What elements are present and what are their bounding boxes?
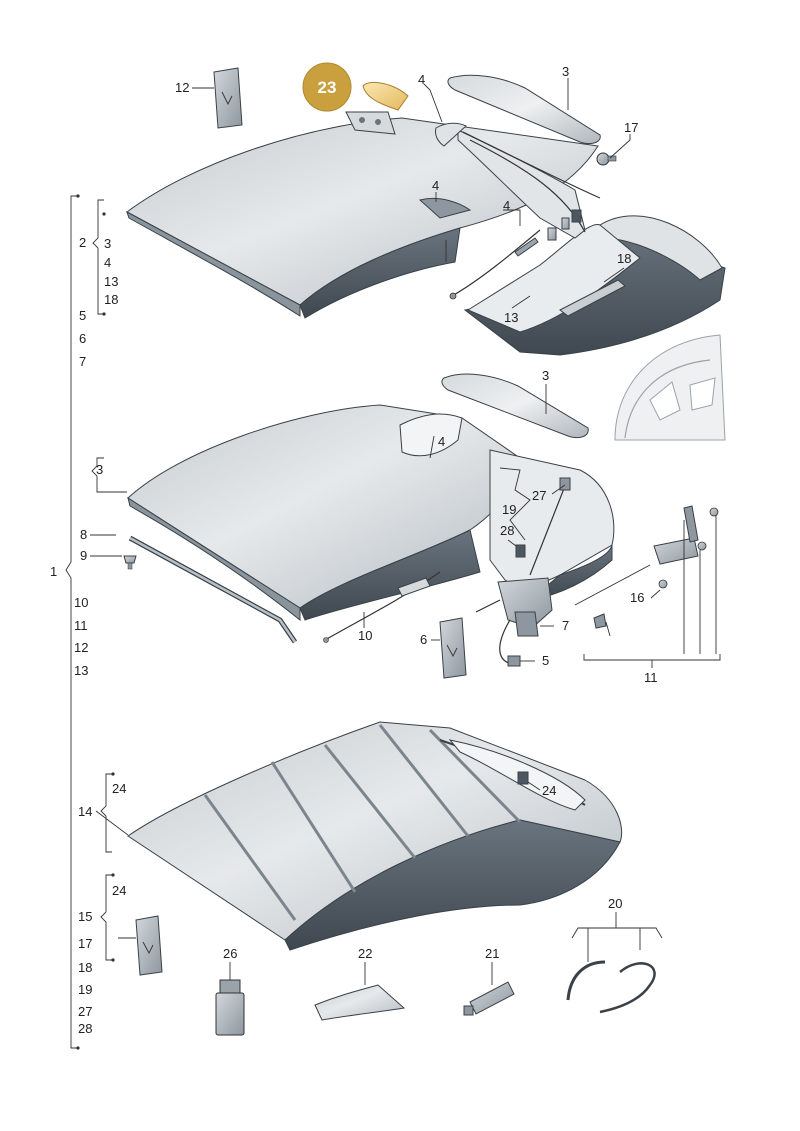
seal-pack-12 xyxy=(213,67,243,129)
callout-5: 5 xyxy=(542,653,549,668)
labels-top: 12 4 3 17 4 4 18 13 xyxy=(175,64,638,325)
rear-body-top xyxy=(463,215,726,356)
left-index-brackets xyxy=(65,194,127,1050)
callout-22: 22 xyxy=(358,946,372,961)
callout-19: 19 xyxy=(502,502,516,517)
index-27: 27 xyxy=(78,1004,92,1019)
lock-assembly-7 xyxy=(475,477,571,667)
callout-17: 17 xyxy=(624,120,638,135)
callout-11: 11 xyxy=(644,670,658,685)
screw-9 xyxy=(123,555,137,570)
roof-shell-top xyxy=(126,117,599,319)
index-15: 15 xyxy=(78,909,92,924)
callout-18: 18 xyxy=(617,251,631,266)
index-3: 3 xyxy=(96,462,103,477)
rear-window-glass-top xyxy=(447,74,601,145)
callout-10: 10 xyxy=(358,628,372,643)
callout-lines-top xyxy=(192,78,631,309)
callout-3: 3 xyxy=(562,64,569,79)
wheel-arch-top xyxy=(614,334,726,441)
callout-9: 9 xyxy=(80,548,87,563)
clips-top xyxy=(418,122,582,241)
callout-4-c: 4 xyxy=(503,198,510,213)
callout-20: 20 xyxy=(608,896,622,911)
index-13: 13 xyxy=(74,663,88,678)
callout-27: 27 xyxy=(532,488,546,503)
highlight-badge: 23 xyxy=(302,62,352,112)
cable-strip-top xyxy=(449,229,541,300)
callout-4-a: 4 xyxy=(418,72,425,87)
seal-strips-20 xyxy=(566,912,663,1014)
callout-lines-middle xyxy=(90,384,661,662)
tube-21 xyxy=(463,981,515,1016)
callout-b24: 24 xyxy=(542,783,556,798)
roof-shell-middle xyxy=(127,404,521,622)
seal-strip-8 xyxy=(128,535,298,644)
callout-8: 8 xyxy=(80,527,87,542)
index-12: 12 xyxy=(74,640,88,655)
roof-frame-bottom xyxy=(127,721,623,951)
hinge-assembly-11 xyxy=(574,505,721,668)
index-28: 28 xyxy=(78,1021,92,1036)
index-2-item-3: 13 xyxy=(104,274,118,289)
index-7: 7 xyxy=(79,354,86,369)
index-15-item-3: 18 xyxy=(78,960,92,975)
index-14: 14 xyxy=(78,804,92,819)
index-1: 1 xyxy=(50,564,57,579)
callout-13: 13 xyxy=(504,310,518,325)
callout-6: 6 xyxy=(420,632,427,647)
index-2-item-1: 3 xyxy=(104,236,111,251)
rear-window-glass-middle xyxy=(441,373,589,439)
index-14-item-1: 24 xyxy=(112,781,126,796)
callout-21: 21 xyxy=(485,946,499,961)
index-15-item-2: 17 xyxy=(78,936,92,951)
callout-16: 16 xyxy=(630,590,644,605)
screw-16 xyxy=(658,579,668,589)
index-2-item-4: 18 xyxy=(104,292,118,307)
labels-bottom: 24 26 22 21 20 xyxy=(223,783,622,961)
index-11: 11 xyxy=(74,618,88,633)
callout-28: 28 xyxy=(500,523,514,538)
seal-pack-6 xyxy=(439,617,467,679)
index-19: 19 xyxy=(78,982,92,997)
patch-22 xyxy=(314,984,406,1021)
callout-lines-bottom xyxy=(95,781,541,985)
cable-10 xyxy=(323,571,441,643)
callout-26: 26 xyxy=(223,946,237,961)
index-6: 6 xyxy=(79,331,86,346)
labels-middle: 3 4 27 19 28 8 9 10 6 7 5 16 11 xyxy=(80,368,658,685)
callout-4-b: 4 xyxy=(432,178,439,193)
screw-17 xyxy=(596,152,617,166)
index-15-item-1: 24 xyxy=(112,883,126,898)
left-index-labels: 1 2 3 4 13 18 5 6 7 3 10 11 12 13 14 24 … xyxy=(50,235,126,1036)
bottle-26 xyxy=(215,979,245,1036)
highlight-number: 23 xyxy=(318,78,337,97)
callout-12: 12 xyxy=(175,80,189,95)
index-5: 5 xyxy=(79,308,86,323)
callout-7: 7 xyxy=(562,618,569,633)
index-10: 10 xyxy=(74,595,88,610)
highlighted-part-23 xyxy=(345,81,409,135)
index-2-item-2: 4 xyxy=(104,255,111,270)
callout-m3: 3 xyxy=(542,368,549,383)
index-2: 2 xyxy=(79,235,86,250)
seal-pack-17 xyxy=(135,915,163,976)
callout-m4: 4 xyxy=(438,434,445,449)
